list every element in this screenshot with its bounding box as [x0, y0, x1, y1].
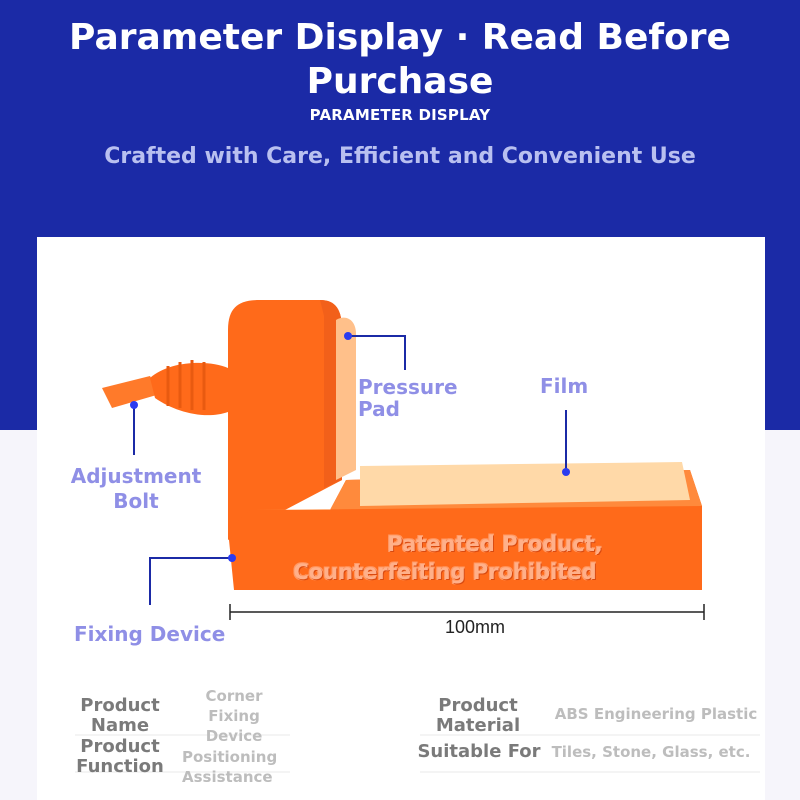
suitable-for-value: Tiles, Stone, Glass, etc.	[551, 743, 751, 761]
callout-film: Film	[540, 374, 589, 398]
adjustment-bolt-graphic	[102, 360, 228, 416]
product-material-value: ABS Engineering Plastic	[554, 705, 758, 723]
pressure-pad-graphic	[336, 317, 356, 480]
patent-stamp-line1: Patented Product,	[387, 532, 603, 556]
page-title: Parameter Display · Read Before Purchase	[69, 17, 731, 102]
product-name-value: Corner Fixing Device	[205, 687, 263, 745]
patent-stamp-line2: Counterfeiting Prohibited	[293, 560, 597, 584]
page-subtitle: PARAMETER DISPLAY	[309, 106, 491, 124]
product-function-label: Product Function	[76, 736, 164, 777]
film-graphic	[360, 462, 690, 506]
suitable-for-label: Suitable For	[417, 741, 541, 762]
product-function-value: Positioning Assistance	[182, 748, 278, 786]
callout-pressure-pad: Pressure Pad	[358, 375, 458, 421]
upright-column-graphic	[228, 300, 342, 540]
callout-adjustment-bolt: Adjustment Bolt	[70, 464, 202, 513]
product-material-label: Product Material	[435, 695, 521, 736]
dimension-line	[229, 604, 705, 620]
dimension-label: 100mm	[444, 617, 506, 637]
product-name-label: Product Name	[80, 695, 160, 736]
callout-fixing-device: Fixing Device	[74, 622, 226, 646]
tagline: Crafted with Care, Efficient and Conveni…	[104, 144, 696, 169]
